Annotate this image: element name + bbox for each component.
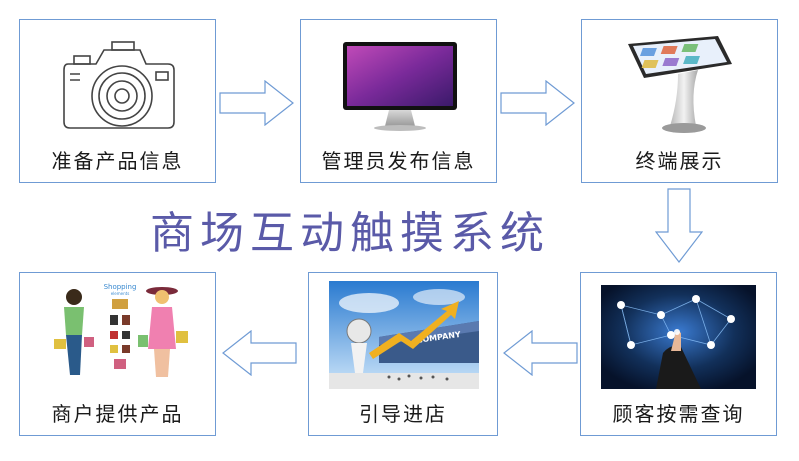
monitor-icon: [343, 42, 457, 131]
camera-icon: [63, 41, 175, 129]
step-label: 商户提供产品: [51, 402, 184, 426]
arrow-down: [655, 188, 703, 263]
step-box-publish: 管理员发布信息: [300, 19, 497, 183]
step-label: 终端展示: [635, 149, 724, 173]
step-box-guide: COMPANY 引导进店: [308, 272, 498, 436]
step-box-prepare: 准备产品信息: [19, 19, 216, 183]
business-growth-icon: COMPANY: [329, 281, 479, 389]
kiosk-icon: [628, 36, 732, 133]
step-label: 引导进店: [359, 402, 447, 426]
shopping-sign: Shopping: [104, 283, 137, 291]
step-label: 准备产品信息: [51, 149, 184, 173]
step-box-provide: Shopping elements 商户提供产品: [19, 272, 216, 436]
diagram-title: 商场互动触摸系统: [150, 208, 550, 259]
shopping-sub: elements: [111, 291, 130, 296]
step-box-query: 顾客按需查询: [580, 272, 777, 436]
arrow-left-2: [222, 330, 297, 376]
shopping-women-icon: Shopping elements: [54, 283, 188, 377]
step-label: 管理员发布信息: [321, 149, 476, 173]
touch-screen-icon: [601, 285, 756, 389]
arrow-right-1: [219, 80, 294, 126]
step-box-display: 终端展示: [581, 19, 778, 183]
arrow-right-2: [500, 80, 575, 126]
step-label: 顾客按需查询: [612, 402, 745, 426]
arrow-left-1: [503, 330, 578, 376]
